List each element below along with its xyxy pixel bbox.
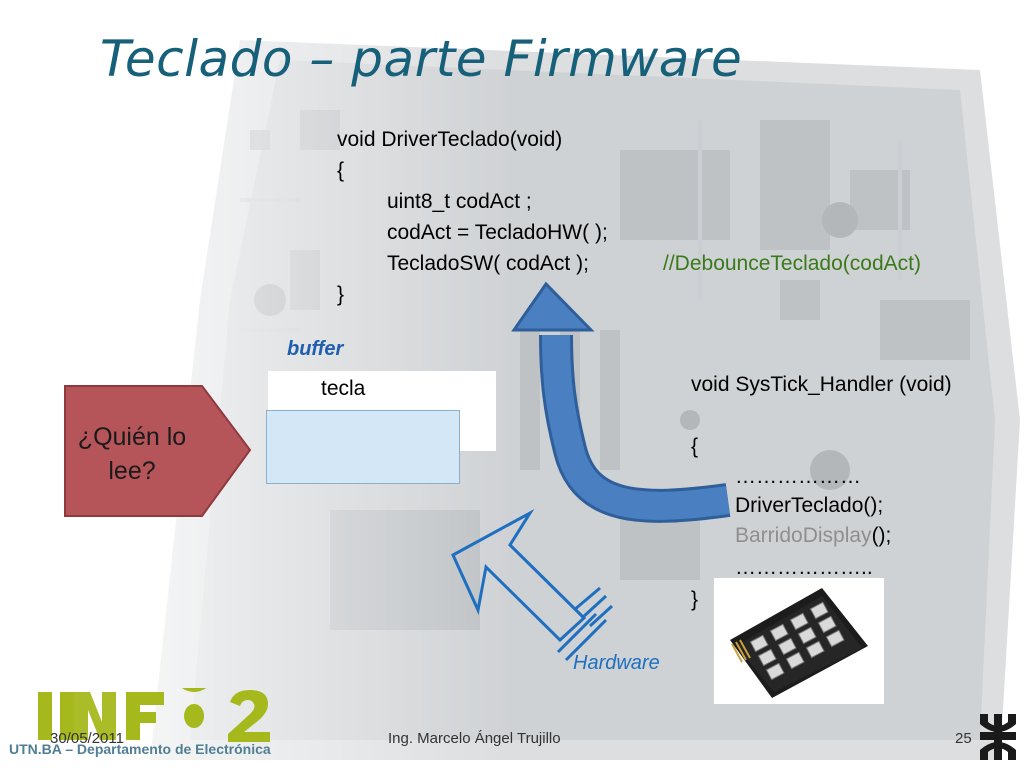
buffer-cell-label: tecla — [321, 377, 366, 400]
page-title: Teclado – parte Firmware — [100, 30, 743, 88]
driver-code-line-2: { — [337, 159, 345, 182]
driver-code-line-4: codAct = TecladoHW( ); — [387, 221, 608, 244]
hardware-label: Hardware — [573, 652, 660, 674]
systick-code-line-7: } — [691, 588, 699, 611]
utn-logo-icon — [980, 714, 1016, 760]
buffer-label: buffer — [287, 338, 344, 360]
driver-code-line-5: TecladoSW( codAct ); — [387, 249, 589, 279]
systick-code-parens: (); — [871, 524, 892, 547]
systick-code-line-1: void SysTick_Handler (void) — [691, 373, 952, 396]
question-line-2: lee? — [108, 457, 156, 485]
footer-date: 30/05/2011 — [50, 730, 124, 747]
driver-code-line-3: uint8_t codAct ; — [387, 190, 532, 213]
driver-code-call: TecladoSW( codAct ); — [387, 252, 589, 275]
systick-code-grey-call: BarridoDisplay — [735, 524, 872, 547]
footer-author: Ing. Marcelo Ángel Trujillo — [388, 730, 561, 747]
driver-code-line-6: } — [337, 283, 345, 306]
systick-code-line-4: DriverTeclado(); — [735, 494, 884, 517]
question-line-1: ¿Quién lo — [77, 423, 187, 451]
driver-code-line-1: void DriverTeclado(void) — [337, 128, 563, 151]
systick-code-line-3: ……………… — [735, 465, 861, 488]
keypad-image — [730, 588, 868, 698]
driver-code-comment: //DebounceTeclado(codAct) — [663, 252, 921, 275]
buffer-cell — [266, 410, 460, 484]
question-arrow-box — [64, 385, 252, 517]
info2-logo — [38, 688, 270, 742]
question-text: ¿Quién lo lee? — [62, 420, 202, 488]
page-number: 25 — [955, 730, 972, 747]
systick-code-line-2: { — [691, 435, 699, 458]
systick-code-line-5: BarridoDisplay(); — [735, 521, 891, 551]
department-label: UTN.BA – Departamento de Electrónica — [9, 741, 271, 757]
systick-code-line-6: ……………….. — [735, 556, 873, 579]
